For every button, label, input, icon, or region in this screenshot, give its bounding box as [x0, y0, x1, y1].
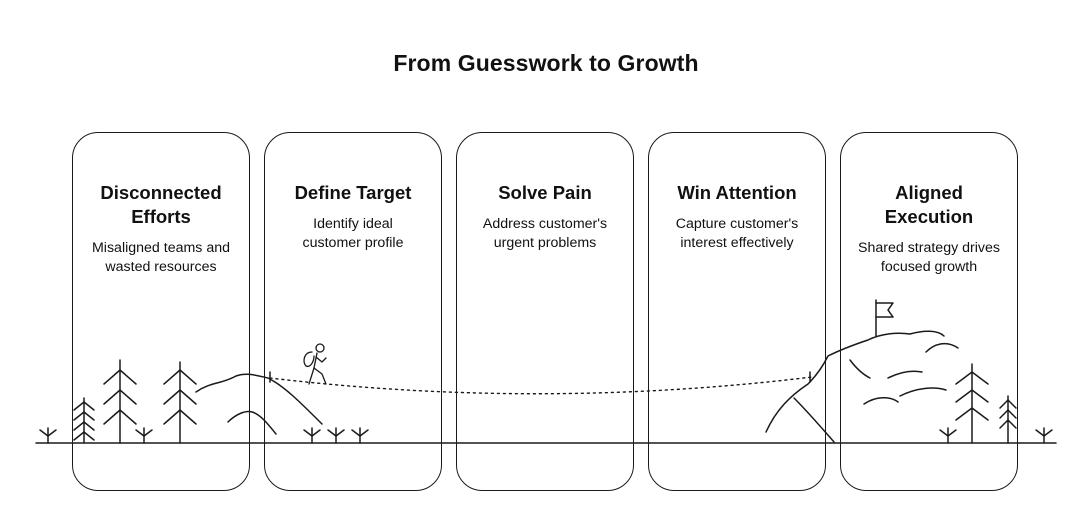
step-card-win-attention: Win Attention Capture customer's interes… [648, 132, 826, 491]
flag-icon [875, 299, 894, 337]
step-description: Address customer's urgent problems [482, 216, 608, 251]
step-card-aligned-execution: Aligned Execution Shared strategy drives… [840, 132, 1018, 491]
step-title: Solve Pain [498, 182, 592, 203]
step-description: Capture customer's interest effectively [675, 216, 799, 251]
step-description: Identify ideal customer profile [302, 216, 404, 251]
step-title: Define Target [294, 182, 412, 203]
grass-tuft-icon [303, 427, 321, 444]
hiker-icon [303, 343, 327, 385]
step-title: Aligned Execution [884, 182, 974, 227]
pine-tree-icon [73, 397, 95, 444]
pine-tree-icon [999, 395, 1017, 444]
grass-tuft-icon [135, 427, 153, 444]
step-card-define-target: Define Target Identify ideal customer pr… [264, 132, 442, 491]
left-hill-ridge [227, 410, 277, 435]
dotted-path [269, 376, 813, 395]
pine-tree-icon [955, 363, 989, 444]
step-title: Win Attention [677, 182, 797, 203]
grass-tuft-icon [327, 427, 345, 444]
step-title: Disconnected Efforts [100, 182, 222, 227]
grass-tuft-icon [1035, 427, 1053, 444]
left-hill [195, 373, 323, 425]
pine-tree-icon [103, 359, 137, 444]
right-mountain [765, 330, 945, 433]
step-card-solve-pain: Solve Pain Address customer's urgent pro… [456, 132, 634, 491]
step-card-disconnected-efforts: Disconnected Efforts Misaligned teams an… [72, 132, 250, 491]
grass-tuft-icon [39, 427, 57, 444]
step-description: Shared strategy drives focused growth [858, 240, 1000, 275]
grass-tuft-icon [351, 427, 369, 444]
diagram-title: From Guesswork to Growth [393, 50, 699, 76]
right-mountain-ridge [793, 397, 835, 443]
pine-tree-icon [163, 361, 197, 444]
step-description: Misaligned teams and wasted resources [91, 240, 230, 275]
grass-tuft-icon [939, 427, 957, 444]
